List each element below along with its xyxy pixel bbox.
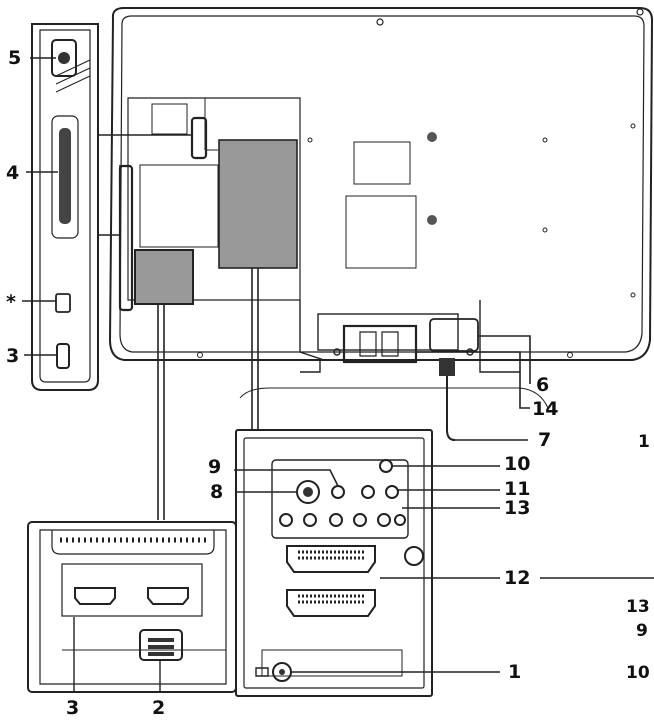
scart-socket-1-pins	[298, 550, 364, 560]
audio-in-jacks[interactable]	[361, 485, 399, 499]
side-slot-highlight-upper	[190, 116, 208, 160]
video-in-jack[interactable]	[331, 485, 345, 499]
antenna-jack-center	[279, 669, 285, 675]
side-hdmi-port[interactable]	[56, 343, 70, 369]
label-13-component: 13	[504, 497, 530, 519]
tv-stand	[239, 300, 549, 409]
vga-pins	[148, 638, 174, 656]
hdmi-port-1[interactable]	[74, 587, 116, 605]
label-3-side-hdmi: 3	[6, 345, 19, 367]
label-star-usb: *	[6, 291, 16, 313]
margin-label-9: 9	[636, 621, 648, 641]
vga-port[interactable]	[139, 629, 183, 661]
usb-port[interactable]	[55, 293, 71, 313]
audio-out-jack[interactable]	[379, 459, 393, 473]
label-1-antenna: 1	[508, 661, 521, 683]
side-terminal-panel	[31, 23, 99, 391]
label-11-audio-in: 11	[504, 478, 530, 500]
tv-back-panel	[108, 7, 654, 361]
scart-socket-2[interactable]	[286, 589, 376, 617]
power-cord-plug	[439, 358, 455, 376]
label-3-hdmi: 3	[66, 697, 79, 719]
ac-inlet[interactable]	[429, 318, 479, 352]
s-video-jack[interactable]	[296, 480, 320, 504]
stand-highlight	[342, 324, 418, 364]
label-2-vga: 2	[152, 697, 165, 719]
hdmi-vga-panel	[27, 521, 237, 693]
bottom-terminal-highlight	[134, 249, 194, 305]
s-video-jack-center	[303, 487, 313, 497]
leader-lines	[22, 57, 654, 673]
headphone-jack-hole	[58, 52, 70, 64]
scart-socket-2-pins	[298, 594, 364, 604]
label-4-ci-slot: 4	[6, 162, 19, 184]
rear-terminal-panel	[235, 429, 433, 697]
stand-latch-left	[359, 331, 399, 357]
callout-lines	[157, 268, 259, 520]
common-interface-slot[interactable]	[59, 128, 71, 224]
power-cord	[446, 376, 456, 441]
margin-label-13: 13	[626, 597, 650, 617]
scart-socket-1[interactable]	[286, 545, 376, 573]
component-jacks[interactable]	[279, 513, 406, 527]
label-6-ac-inlet: 6	[536, 374, 549, 396]
side-slot-highlight-lower	[118, 164, 134, 312]
antenna-screw	[255, 667, 269, 677]
ground-screw	[404, 546, 424, 566]
label-10-audio-out: 10	[504, 453, 530, 475]
hdmi-port-2[interactable]	[147, 587, 189, 605]
label-12-scart: 12	[504, 567, 530, 589]
label-9-video-in: 9	[208, 456, 221, 478]
label-8-s-video: 8	[210, 481, 223, 503]
margin-label-1: 1	[638, 432, 650, 452]
label-14-stand: 14	[532, 398, 558, 420]
margin-label-10: 10	[626, 663, 650, 683]
rear-terminal-highlight	[218, 139, 298, 269]
label-7-power-cord: 7	[538, 429, 551, 451]
label-5-headphone: 5	[8, 47, 21, 69]
